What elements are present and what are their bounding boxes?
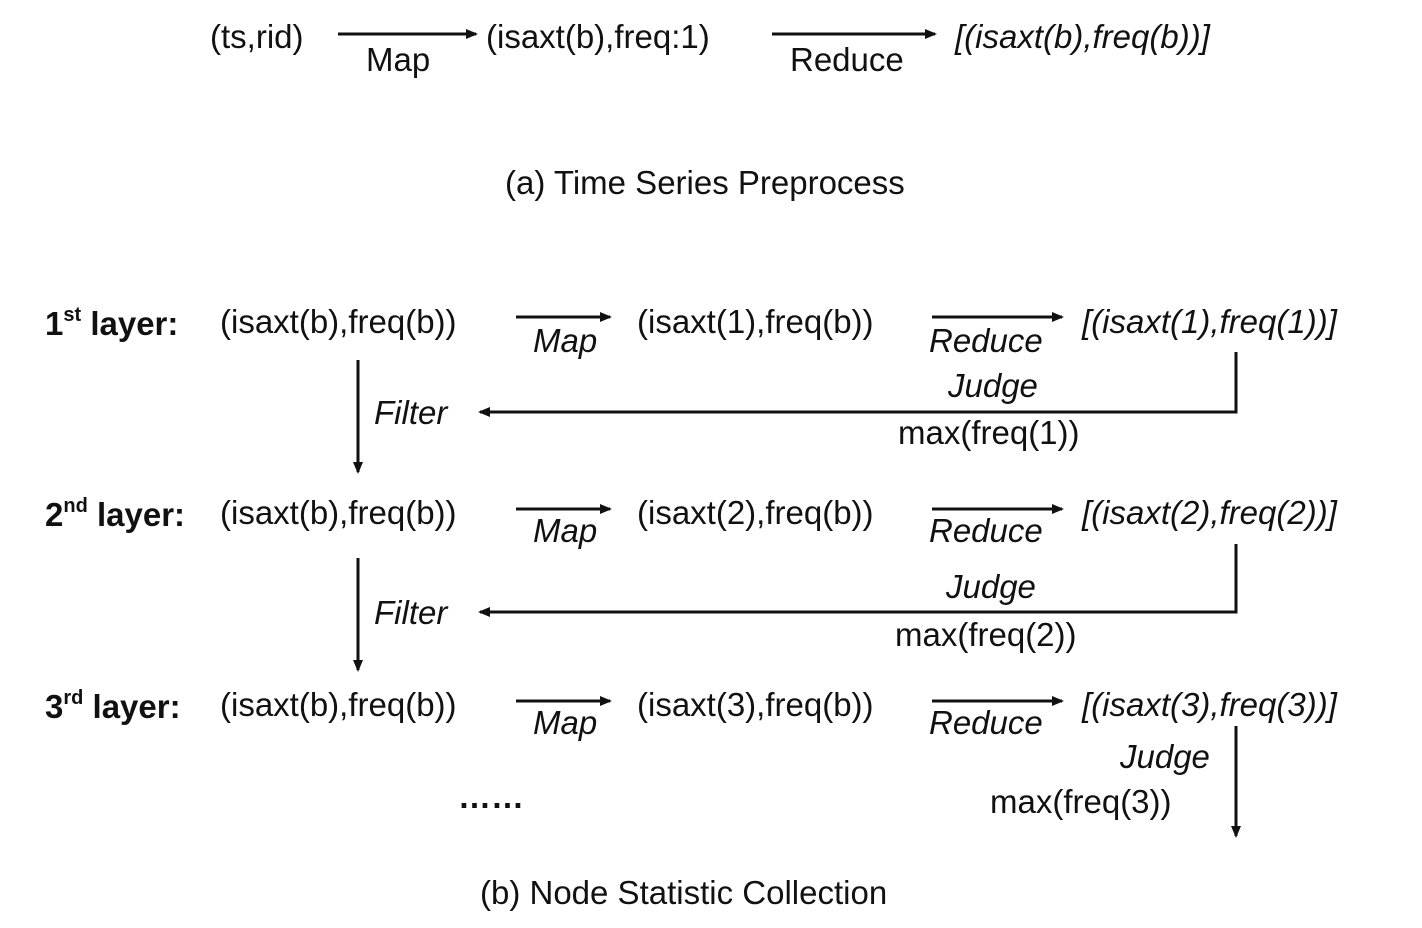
judge-arrow-layer1 bbox=[478, 352, 1238, 417]
layer-number: 2 bbox=[45, 496, 64, 533]
layer2-filter-label: Filter bbox=[374, 594, 448, 631]
layer2-reduce-label: Reduce bbox=[929, 512, 1043, 549]
layer1-map-label: Map bbox=[533, 322, 598, 359]
map-output-a: (isaxt(b),freq:1) bbox=[486, 18, 710, 55]
layer-word: layer: bbox=[96, 496, 186, 533]
layer-label-1: 1st layer: bbox=[45, 305, 178, 340]
layer1-input: (isaxt(b),freq(b)) bbox=[220, 303, 457, 340]
layer1-judge-value: max(freq(1)) bbox=[898, 414, 1080, 451]
layer3-reduce-output: [(isaxt(3),freq(3))] bbox=[1082, 686, 1337, 723]
layer3-map-output: (isaxt(3),freq(b)) bbox=[637, 686, 874, 723]
layer1-reduce-output: [(isaxt(1),freq(1))] bbox=[1082, 303, 1337, 340]
layer2-judge-value: max(freq(2)) bbox=[895, 616, 1077, 653]
layer-word: layer: bbox=[92, 688, 181, 725]
layer-label-2: 2nd layer: bbox=[45, 496, 185, 531]
input-ts-rid: (ts,rid) bbox=[210, 18, 304, 55]
layer1-filter-label: Filter bbox=[374, 394, 448, 431]
layer3-judge-label: Judge bbox=[1120, 738, 1210, 775]
caption-b: (b) Node Statistic Collection bbox=[480, 874, 888, 911]
layer2-judge-label: Judge bbox=[946, 568, 1036, 605]
map-label-a: Map bbox=[366, 41, 431, 78]
ordinal-suffix: st bbox=[63, 304, 82, 326]
layer2-input: (isaxt(b),freq(b)) bbox=[220, 494, 457, 531]
layer-number: 3 bbox=[45, 688, 64, 725]
layer3-map-label: Map bbox=[533, 704, 598, 741]
judge-arrow-layer2 bbox=[478, 544, 1238, 617]
caption-a: (a) Time Series Preprocess bbox=[505, 164, 905, 201]
reduce-output-a: [(isaxt(b),freq(b))] bbox=[955, 18, 1210, 55]
layer2-reduce-output: [(isaxt(2),freq(2))] bbox=[1082, 494, 1337, 531]
ordinal-suffix: nd bbox=[63, 495, 88, 517]
layer3-reduce-label: Reduce bbox=[929, 704, 1043, 741]
layer2-map-label: Map bbox=[533, 512, 598, 549]
layer3-judge-value: max(freq(3)) bbox=[990, 783, 1172, 820]
layer-word: layer: bbox=[90, 305, 179, 342]
layer-number: 1 bbox=[45, 305, 64, 342]
layer-label-3: 3rd layer: bbox=[45, 688, 181, 723]
layer2-map-output: (isaxt(2),freq(b)) bbox=[637, 494, 874, 531]
layer3-input: (isaxt(b),freq(b)) bbox=[220, 686, 457, 723]
ordinal-suffix: rd bbox=[63, 687, 84, 709]
layer1-judge-label: Judge bbox=[948, 367, 1038, 404]
continuation-ellipsis: …… bbox=[458, 778, 524, 815]
layer1-map-output: (isaxt(1),freq(b)) bbox=[637, 303, 874, 340]
layer1-reduce-label: Reduce bbox=[929, 322, 1043, 359]
reduce-label-a: Reduce bbox=[790, 41, 904, 78]
